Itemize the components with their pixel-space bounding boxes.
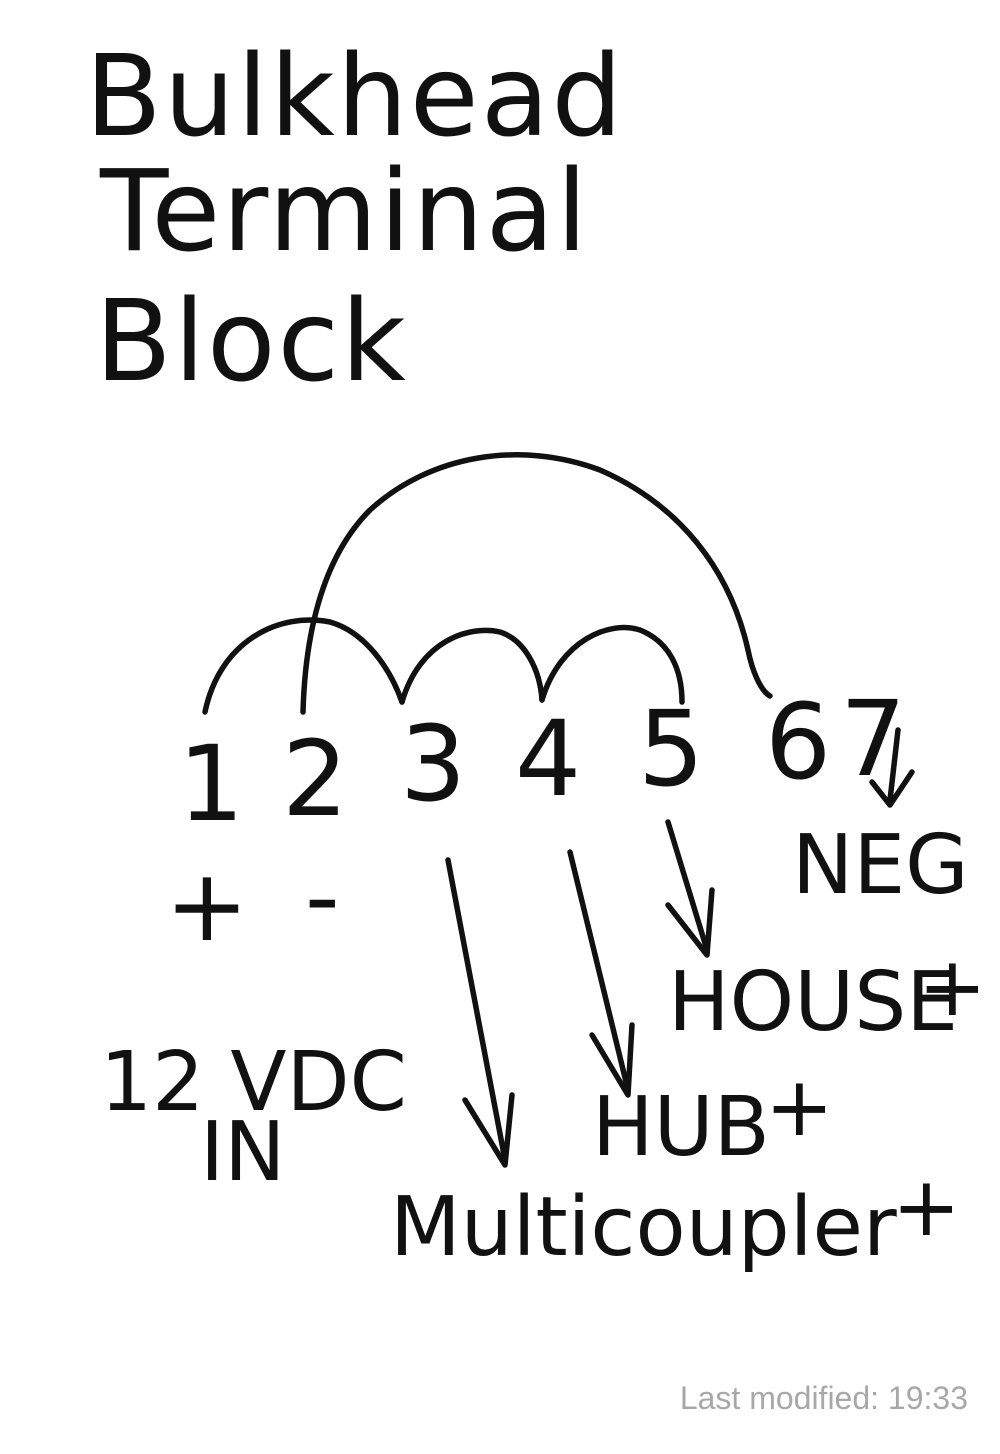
- neg-label: NEG: [792, 818, 969, 913]
- terminal-4: 4: [515, 698, 581, 820]
- title-line-2: Terminal: [99, 147, 589, 277]
- house-plus-sign: +: [918, 940, 987, 1035]
- jumper-arc-2-6: [300, 452, 773, 715]
- multicoupler-plus-sign: +: [892, 1160, 961, 1255]
- hub-label: HUB: [592, 1080, 770, 1175]
- arrow-3-to-multicoupler: [445, 857, 515, 1168]
- jumper-arc-3-4: [399, 627, 545, 705]
- plus-sign-terminal-1: +: [165, 847, 249, 964]
- arrow-4-to-hub: [567, 849, 635, 1098]
- vdc-label: 12 VDC: [100, 1035, 407, 1130]
- arrow-5-to-house: [665, 819, 715, 958]
- jumper-arc-1-3: [202, 617, 405, 715]
- terminal-1: 1: [178, 723, 244, 845]
- minus-sign-terminal-2: -: [305, 841, 340, 953]
- last-modified-footer: Last modified: 19:33: [679, 1380, 968, 1416]
- terminal-2: 2: [282, 718, 348, 840]
- terminal-6: 6: [765, 681, 831, 803]
- terminal-5: 5: [638, 688, 704, 810]
- hub-plus-sign: +: [765, 1060, 834, 1155]
- title-line-3: Block: [95, 277, 408, 407]
- vdc-in-label: IN: [200, 1105, 286, 1200]
- multicoupler-label: Multicoupler: [390, 1180, 897, 1275]
- house-label: HOUSE: [668, 955, 958, 1050]
- terminal-3: 3: [400, 703, 466, 825]
- jumper-arc-4-5: [539, 624, 685, 705]
- title-line-1: Bulkhead: [85, 32, 624, 162]
- arrow-7-to-neg: [869, 727, 915, 808]
